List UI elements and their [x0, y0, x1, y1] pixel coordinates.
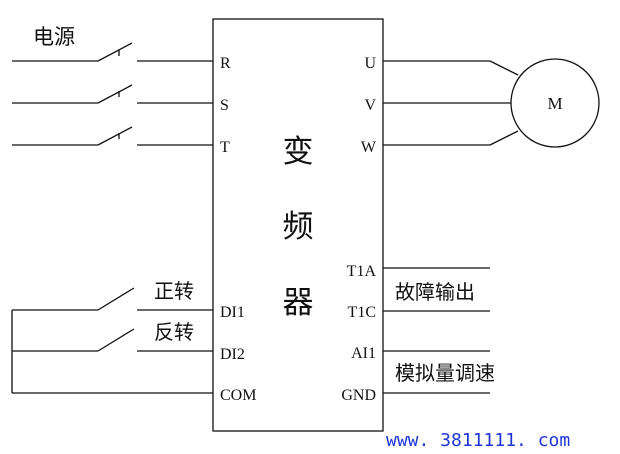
terminal-com: COM	[220, 387, 256, 404]
inverter-label-char-2: 频	[283, 209, 314, 245]
reverse-label: 反转	[154, 320, 194, 344]
watermark: www. 3811111. com	[386, 430, 570, 451]
terminal-w: W	[361, 139, 377, 156]
terminal-t: T	[220, 139, 230, 156]
control-wiring	[11, 287, 213, 394]
motor-wiring	[383, 60, 519, 146]
inverter-label-char-1: 变	[283, 134, 314, 170]
forward-label: 正转	[154, 279, 194, 303]
terminal-t1c: T1C	[348, 304, 376, 321]
terminal-s: S	[220, 97, 229, 114]
terminal-di2: DI2	[220, 346, 245, 363]
fault-output-label: 故障输出	[395, 280, 475, 304]
power-label: 电源	[33, 25, 75, 49]
inverter-label-char-3: 器	[283, 285, 314, 321]
terminal-t1a: T1A	[347, 263, 377, 280]
terminal-gnd: GND	[341, 387, 376, 404]
motor-symbol	[510, 58, 600, 148]
terminal-ai1: AI1	[351, 345, 376, 362]
power-switch-s	[12, 84, 213, 104]
power-switch-r	[12, 42, 213, 62]
analog-speed-label: 模拟量调速	[395, 361, 495, 385]
power-switch-t	[12, 126, 213, 146]
terminal-di1: DI1	[220, 304, 245, 321]
terminal-v: V	[364, 97, 376, 114]
terminal-r: R	[220, 55, 231, 72]
terminal-u: U	[364, 55, 376, 72]
inverter-box	[212, 18, 384, 432]
motor-label: M	[547, 94, 562, 113]
